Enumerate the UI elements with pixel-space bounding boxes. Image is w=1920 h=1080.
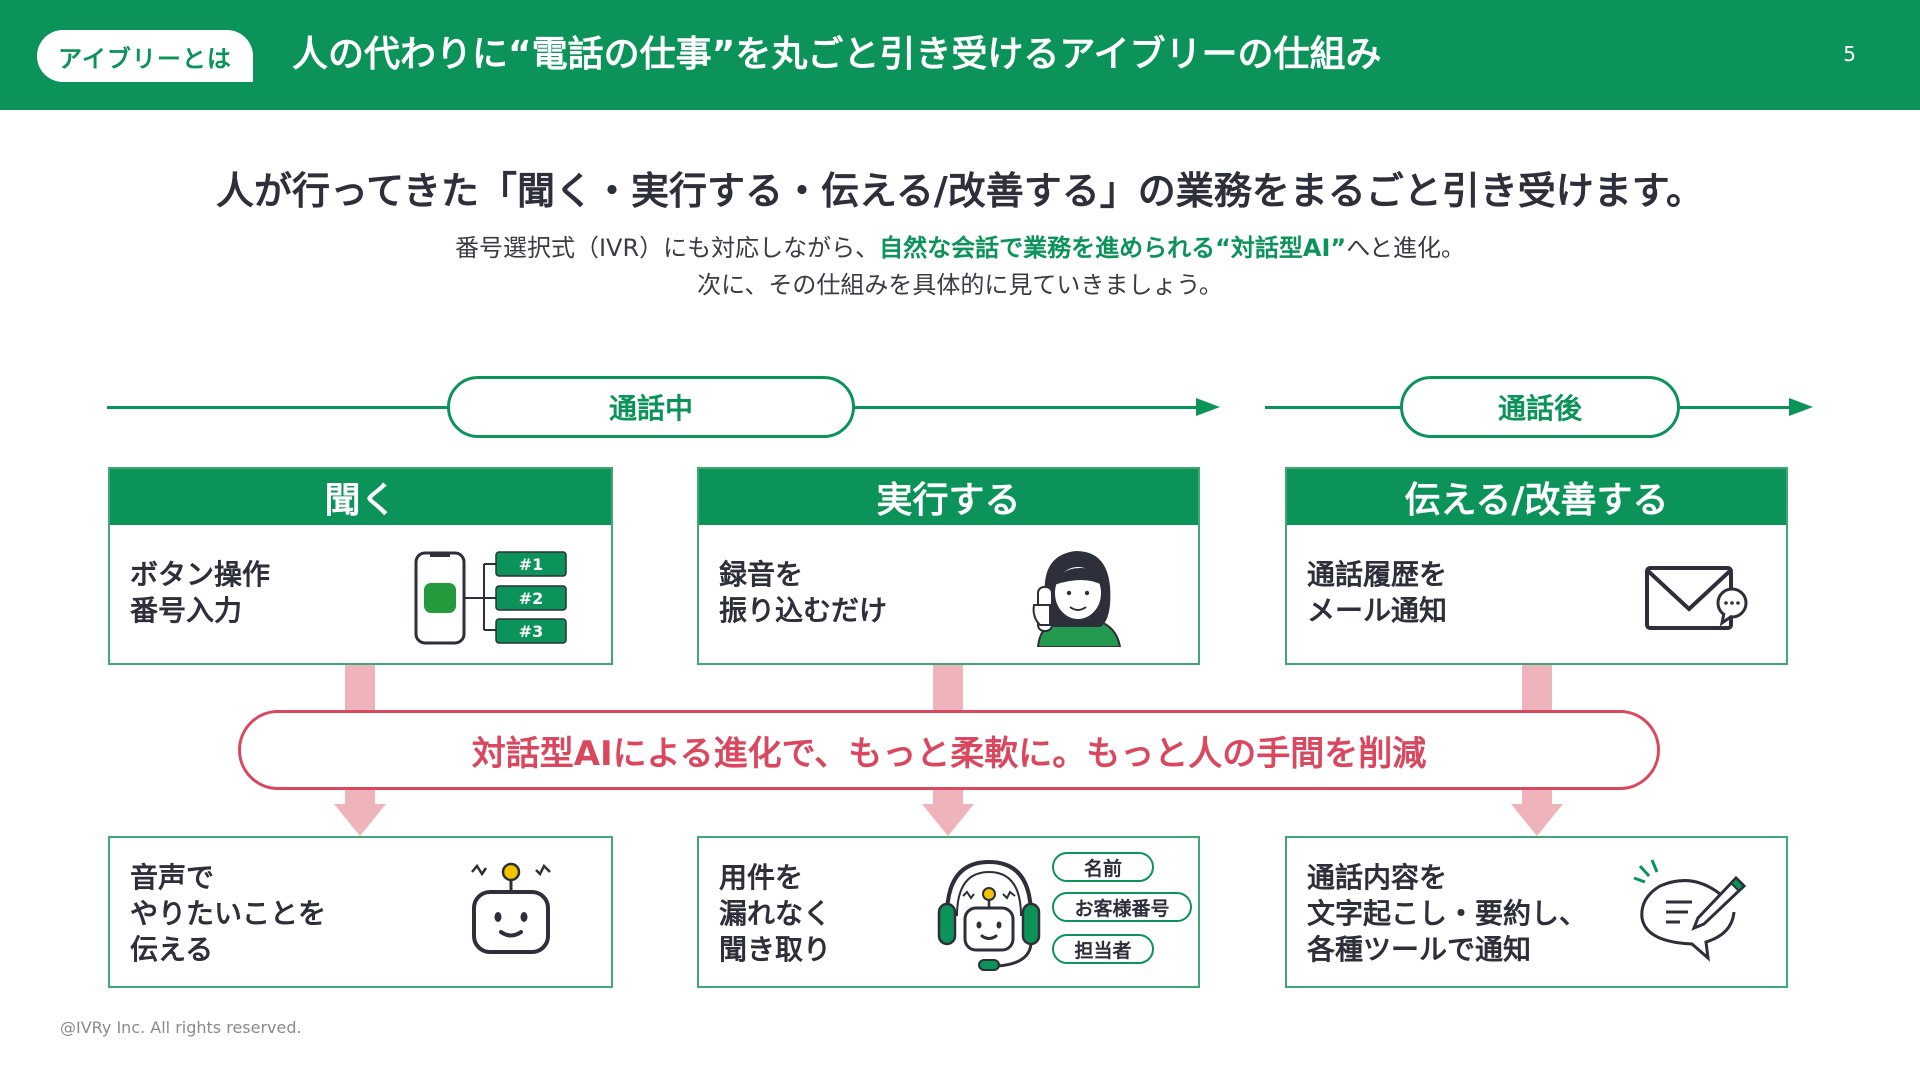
flow-connector bbox=[345, 665, 375, 710]
arrow-down-icon bbox=[922, 804, 974, 836]
robot-icon bbox=[468, 862, 554, 958]
subtitle-line-2: 次に、その仕組みを具体的に見ていきましょう。 bbox=[697, 271, 1223, 299]
card-transcribe-notify: 通話内容を 文字起こし・要約し、 各種ツールで通知 bbox=[1285, 836, 1788, 988]
subtitle-text: へと進化。 bbox=[1346, 234, 1466, 262]
card-text: 通話履歴を メール通知 bbox=[1307, 558, 1448, 627]
card-text: 録音を 振り込むだけ bbox=[719, 558, 888, 627]
card-listen: 聞く ボタン操作 番号入力 #1 #2 #3 bbox=[108, 467, 613, 665]
card-text: 用件を 漏れなく 聞き取り bbox=[719, 861, 832, 966]
flow-connector bbox=[933, 665, 963, 710]
flow-connector bbox=[933, 790, 963, 804]
mail-chat-icon bbox=[1644, 565, 1754, 633]
flow-connector bbox=[1522, 665, 1552, 710]
subtitle-line-1: 番号選択式（IVR）にも対応しながら、自然な会話で業務を進められる“対話型AI”… bbox=[0, 228, 1920, 263]
ivr-option: #2 bbox=[519, 589, 544, 608]
subtitle-text: 番号選択式（IVR）にも対応しながら、 bbox=[454, 234, 880, 262]
robot-headset-icon bbox=[937, 856, 1041, 974]
copyright-footer: @IVRy Inc. All rights reserved. bbox=[60, 1018, 302, 1037]
info-tag-name: 名前 bbox=[1052, 852, 1154, 882]
flow-connector bbox=[345, 790, 375, 804]
page-number: 5 bbox=[1843, 42, 1856, 66]
evolution-banner: 対話型AIによる進化で、もっと柔軟に。もっと人の手間を削減 bbox=[238, 710, 1660, 790]
card-text: 通話内容を 文字起こし・要約し、 各種ツールで通知 bbox=[1307, 861, 1588, 966]
card-title: 聞く bbox=[110, 469, 611, 525]
ivr-option: #1 bbox=[519, 555, 544, 574]
card-text: 音声で やりたいことを 伝える bbox=[130, 861, 327, 966]
card-execute: 実行する 録音を 振り込むだけ bbox=[697, 467, 1200, 665]
flow-connector bbox=[1522, 790, 1552, 804]
card-text: ボタン操作 番号入力 bbox=[130, 558, 271, 627]
card-report-improve: 伝える/改善する 通話履歴を メール通知 bbox=[1285, 467, 1788, 665]
slide-title: 人の代わりに“電話の仕事”を丸ごと引き受けるアイブリーの仕組み bbox=[292, 34, 1382, 75]
phase-after-call: 通話後 bbox=[1400, 376, 1680, 438]
card-voice-request: 音声で やりたいことを 伝える bbox=[108, 836, 613, 988]
phase-during-call: 通話中 bbox=[447, 376, 855, 438]
slide-header: アイブリーとは 人の代わりに“電話の仕事”を丸ごと引き受けるアイブリーの仕組み … bbox=[0, 0, 1920, 110]
subtitle-highlight: 自然な会話で業務を進められる“対話型AI” bbox=[879, 234, 1347, 262]
card-title: 実行する bbox=[699, 469, 1198, 525]
person-on-phone-icon bbox=[1024, 545, 1129, 648]
arrow-down-icon bbox=[1511, 804, 1563, 836]
card-title: 伝える/改善する bbox=[1287, 469, 1786, 525]
speech-bubble-pen-icon bbox=[1632, 856, 1750, 964]
section-badge: アイブリーとは bbox=[37, 30, 253, 82]
timeline-arrow-icon bbox=[1196, 398, 1220, 416]
timeline-arrow-icon bbox=[1789, 398, 1813, 416]
ivr-option: #3 bbox=[519, 622, 544, 641]
info-tag-customer-number: お客様番号 bbox=[1052, 892, 1192, 922]
arrow-down-icon bbox=[334, 804, 386, 836]
info-tag-person-in-charge: 担当者 bbox=[1052, 934, 1154, 964]
card-hearing: 用件を 漏れなく 聞き取り 名前 お客様番号 担当者 bbox=[697, 836, 1200, 988]
lead-heading: 人が行ってきた「聞く・実行する・伝える/改善する」の業務をまるごと引き受けます。 bbox=[216, 169, 1704, 213]
ivr-phone-menu-icon: #1 #2 #3 bbox=[412, 549, 582, 649]
